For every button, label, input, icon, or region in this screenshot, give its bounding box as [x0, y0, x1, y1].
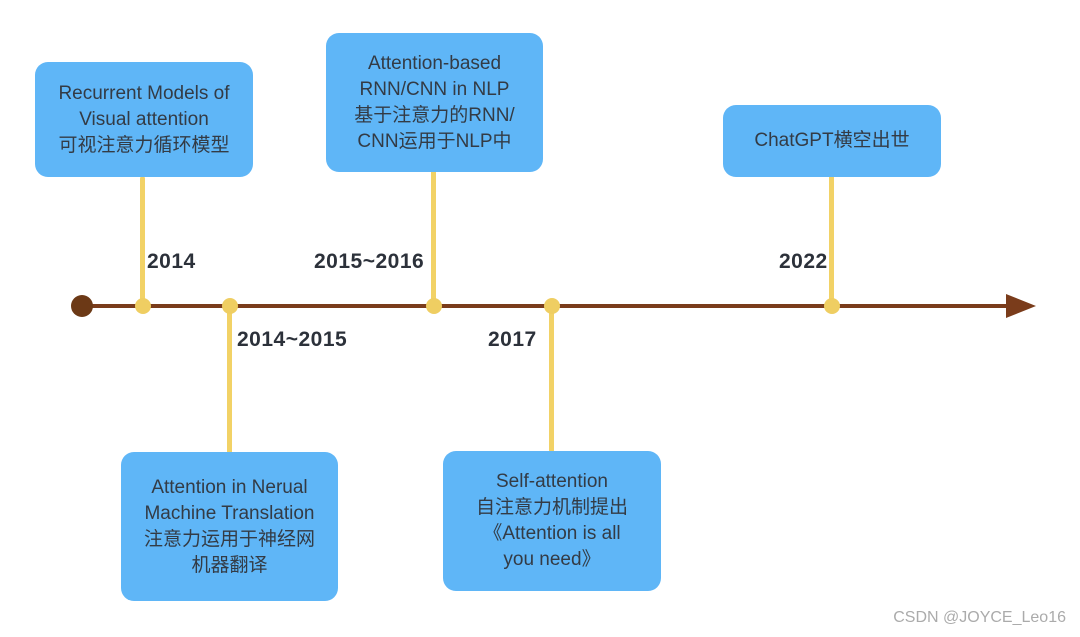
- connector-2014: [140, 176, 145, 306]
- year-label-2022: 2022: [779, 250, 828, 273]
- timeline-node-2014-2015: [222, 298, 238, 314]
- timeline-start-dot: [71, 295, 93, 317]
- year-label-2014-2015: 2014~2015: [237, 328, 348, 351]
- timeline-node-2022: [824, 298, 840, 314]
- connector-2022: [829, 175, 834, 306]
- year-label-2015-2016: 2015~2016: [314, 250, 425, 273]
- event-card-recurrent-models: Recurrent Models of Visual attention 可视注…: [35, 62, 253, 177]
- timeline-node-2014: [135, 298, 151, 314]
- watermark-text: CSDN @JOYCE_Leo16: [893, 609, 1066, 626]
- event-card-chatgpt: ChatGPT横空出世: [723, 105, 941, 177]
- arrow-right-icon: [1006, 294, 1036, 318]
- timeline-node-2017: [544, 298, 560, 314]
- event-card-self-attention: Self-attention 自注意力机制提出 《Attention is al…: [443, 451, 661, 591]
- year-label-2017: 2017: [488, 328, 537, 351]
- timeline-node-2015-2016: [426, 298, 442, 314]
- connector-2015-2016: [431, 170, 436, 306]
- connector-2017: [549, 306, 554, 453]
- year-label-2014: 2014: [147, 250, 196, 273]
- event-card-attention-rnn-cnn-nlp: Attention-based RNN/CNN in NLP 基于注意力的RNN…: [326, 33, 543, 172]
- event-card-attention-nmt: Attention in Nerual Machine Translation …: [121, 452, 338, 601]
- connector-2014-2015: [227, 306, 232, 454]
